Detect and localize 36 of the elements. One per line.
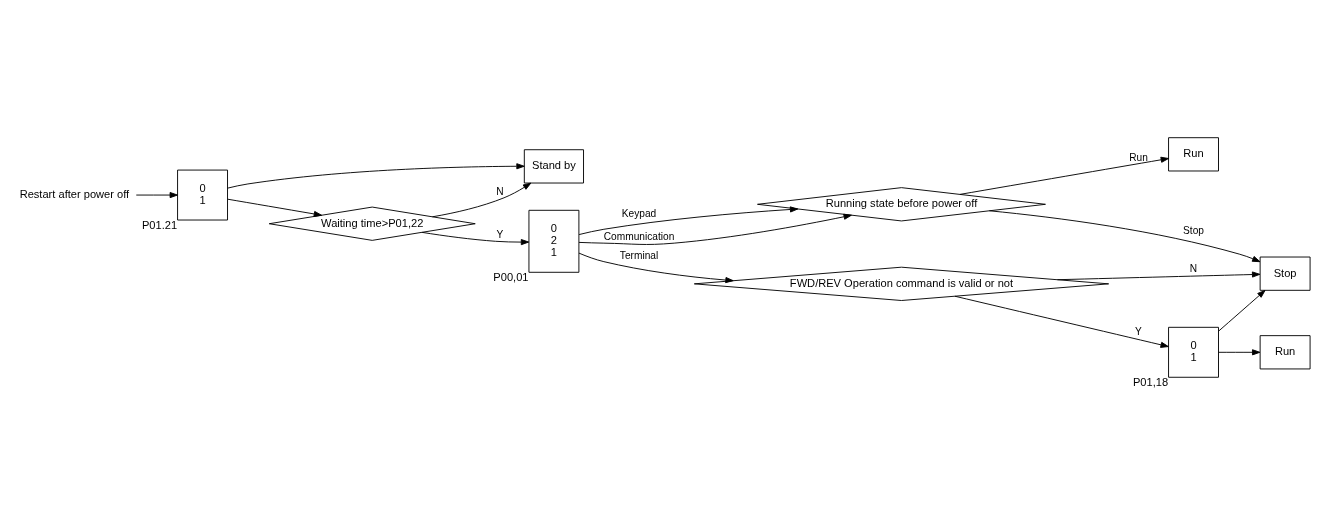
arrow — [578, 252, 734, 284]
node-label: P01,18 — [1132, 376, 1169, 389]
arrow — [1218, 349, 1261, 356]
arrow — [954, 295, 1169, 348]
node-box: 0 2 1 — [528, 209, 580, 273]
edge-label: Keypad — [621, 208, 657, 220]
arrow — [578, 213, 852, 245]
arrow — [421, 231, 530, 246]
node-box: 0 1 — [1168, 326, 1219, 378]
node-label: P01.21 — [141, 218, 178, 231]
node-box: Stand by — [523, 149, 584, 184]
node-box: 0 1 — [177, 169, 228, 221]
edge-label: Y — [1135, 325, 1142, 337]
node-box: Stop — [1259, 256, 1311, 291]
arrow — [135, 192, 178, 199]
edge-label: Communication — [603, 231, 675, 243]
arrow — [988, 210, 1261, 263]
edge-label: N — [496, 185, 504, 197]
node-text: Restart after power off — [19, 187, 130, 200]
node-box: Run — [1259, 335, 1311, 370]
arrow — [578, 206, 799, 235]
edge-label: Run — [1129, 151, 1148, 163]
edge-label: Y — [496, 229, 504, 241]
arrow — [1056, 271, 1261, 281]
arrow — [432, 182, 532, 218]
arrow — [227, 198, 323, 217]
edge-label: N — [1189, 262, 1198, 274]
edge-label: Stop — [1183, 224, 1204, 236]
arrow — [959, 156, 1169, 195]
node-diamond: FWD/REV Operation command is valid or not — [693, 266, 1110, 301]
edge-label: Terminal — [619, 249, 659, 261]
node-diamond: Waiting time>P01,22 — [268, 206, 476, 241]
arrow — [227, 163, 525, 189]
arrow — [1218, 290, 1266, 332]
node-label: P00,01 — [493, 271, 529, 284]
node-box: Run — [1168, 137, 1219, 172]
